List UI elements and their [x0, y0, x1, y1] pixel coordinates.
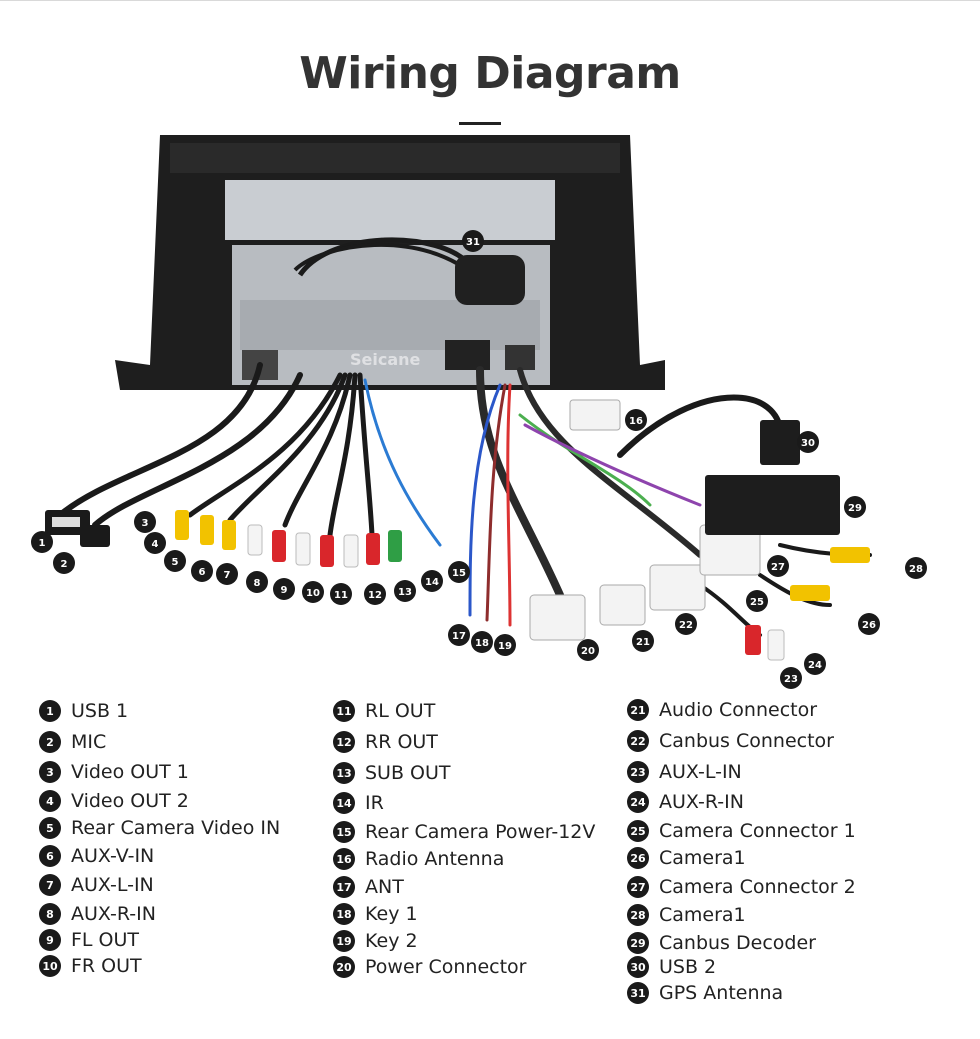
svg-text:8: 8 [254, 578, 261, 589]
svg-text:11: 11 [334, 590, 348, 601]
callout-7: 7 [216, 563, 238, 585]
callout-17: 17 [448, 624, 470, 646]
callout-8: 8 [246, 571, 268, 593]
svg-text:6: 6 [199, 567, 206, 578]
callout-9: 9 [273, 578, 295, 600]
top-divider [0, 0, 980, 1]
svg-text:7: 7 [224, 570, 231, 581]
callout-25: 25 [746, 590, 768, 612]
callout-20: 20 [577, 639, 599, 661]
callout-13: 13 [394, 580, 416, 602]
svg-text:14: 14 [425, 577, 439, 588]
callout-18: 18 [471, 631, 493, 653]
svg-text:29: 29 [848, 503, 862, 514]
svg-text:1: 1 [39, 538, 46, 549]
svg-text:9: 9 [281, 585, 288, 596]
page-title: Wiring Diagram [299, 48, 681, 99]
gps-antenna [293, 237, 525, 305]
callout-26: 26 [858, 613, 880, 635]
svg-text:12: 12 [368, 590, 382, 601]
callout-10: 10 [302, 581, 324, 603]
connectors [529, 399, 870, 661]
watermark: Seicane [350, 350, 421, 369]
wiring-illustration: Seicane [45, 135, 872, 661]
svg-text:30: 30 [801, 438, 815, 449]
callout-23: 23 [780, 667, 802, 689]
svg-text:31: 31 [466, 237, 480, 248]
callout-31: 31 [462, 230, 484, 252]
svg-text:3: 3 [142, 518, 149, 529]
rca-plugs [175, 510, 402, 568]
svg-text:18: 18 [475, 638, 489, 649]
callout-6: 6 [191, 560, 213, 582]
svg-text:10: 10 [306, 588, 320, 599]
callout-4: 4 [144, 532, 166, 554]
svg-text:22: 22 [679, 620, 693, 631]
callout-22: 22 [675, 613, 697, 635]
svg-text:28: 28 [909, 564, 923, 575]
callout-30: 30 [797, 431, 819, 453]
svg-text:16: 16 [629, 416, 643, 427]
callout-12: 12 [364, 583, 386, 605]
svg-text:25: 25 [750, 597, 764, 608]
callout-21: 21 [632, 630, 654, 652]
svg-text:4: 4 [152, 539, 159, 550]
svg-text:17: 17 [452, 631, 466, 642]
svg-text:24: 24 [808, 660, 822, 671]
svg-text:19: 19 [498, 641, 512, 652]
title-underline [459, 122, 501, 125]
svg-text:26: 26 [862, 620, 876, 631]
svg-text:20: 20 [581, 646, 595, 657]
callout-3: 3 [134, 511, 156, 533]
mic-plug [80, 525, 110, 547]
callout-14: 14 [421, 570, 443, 592]
callout-2: 2 [53, 552, 75, 574]
callout-24: 24 [804, 653, 826, 675]
svg-text:23: 23 [784, 674, 798, 685]
callout-29: 29 [844, 496, 866, 518]
svg-text:21: 21 [636, 637, 650, 648]
svg-text:2: 2 [61, 559, 68, 570]
svg-text:13: 13 [398, 587, 412, 598]
callout-15: 15 [448, 561, 470, 583]
callout-27: 27 [767, 555, 789, 577]
svg-text:5: 5 [172, 557, 179, 568]
callout-28: 28 [905, 557, 927, 579]
callout-1: 1 [31, 531, 53, 553]
svg-text:27: 27 [771, 562, 785, 573]
callout-11: 11 [330, 583, 352, 605]
svg-text:15: 15 [452, 568, 466, 579]
callout-19: 19 [494, 634, 516, 656]
callout-16: 16 [625, 409, 647, 431]
callout-5: 5 [164, 550, 186, 572]
